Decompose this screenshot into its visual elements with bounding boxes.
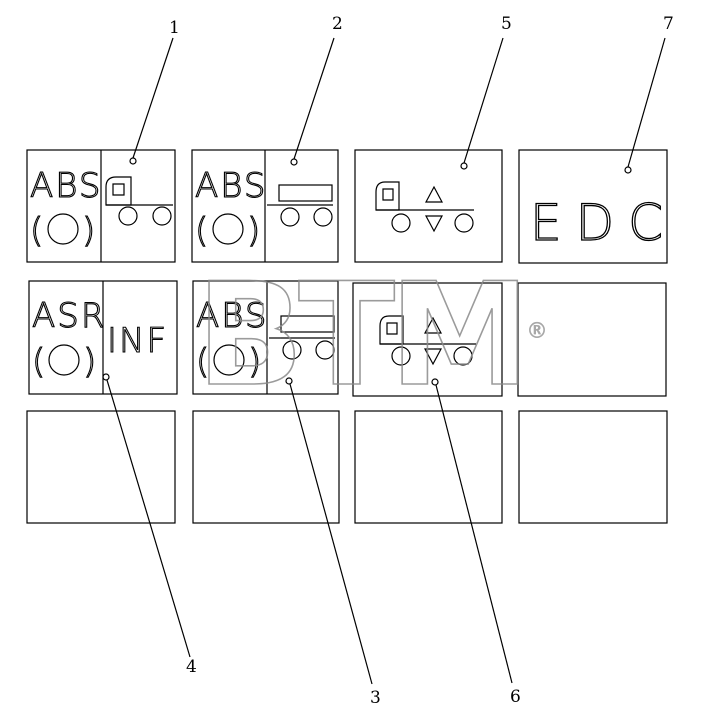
callout-4: 4 — [186, 657, 197, 677]
panel-abs-trailer-2: ABS ( ) — [192, 280, 339, 395]
panel-blank — [26, 410, 176, 524]
leader-lines — [106, 37, 666, 685]
panel-truck-level-2 — [352, 282, 503, 397]
truck-level-icon — [375, 181, 474, 233]
label-paren-right: ) — [83, 342, 98, 382]
label-edc: EDC — [530, 194, 677, 252]
callout-7: 7 — [663, 14, 674, 34]
callout-2: 2 — [332, 14, 343, 34]
callout-3: 3 — [370, 688, 381, 708]
truck-level-icon — [379, 315, 476, 366]
panel-asr-inf: ASR ( ) INF — [28, 280, 178, 395]
label-inf: INF — [107, 321, 168, 361]
panel-blank — [354, 410, 503, 524]
label-paren-right: ) — [82, 211, 97, 251]
panel-abs-trailer: ABS ( ) — [191, 149, 339, 263]
panel-blank — [192, 410, 340, 524]
label-paren-left: ( — [195, 211, 210, 251]
panel-blank — [518, 410, 668, 524]
label-abs: ABS — [196, 296, 269, 336]
label-paren-left: ( — [196, 342, 211, 382]
callout-6: 6 — [510, 687, 521, 707]
label-abs: ABS — [195, 166, 268, 206]
label-paren-right: ) — [248, 342, 263, 382]
trailer-icon — [267, 184, 333, 227]
panel-edc: EDC — [518, 149, 677, 264]
watermark-logo: BTM ® — [195, 252, 548, 419]
callout-5: 5 — [501, 14, 512, 34]
label-paren-left: ( — [32, 342, 47, 382]
truck-icon — [105, 176, 173, 226]
watermark-text: BTM — [196, 253, 524, 418]
panel-truck-level — [354, 149, 503, 263]
label-asr: ASR — [32, 296, 106, 336]
callout-1: 1 — [169, 18, 180, 38]
panel-abs-truck: ABS ( ) — [26, 149, 176, 263]
label-paren-left: ( — [30, 211, 45, 251]
panel-blank — [517, 282, 667, 397]
label-paren-right: ) — [247, 211, 262, 251]
trailer-icon — [269, 315, 335, 360]
watermark-registered: ® — [526, 319, 548, 344]
label-abs: ABS — [30, 166, 103, 206]
